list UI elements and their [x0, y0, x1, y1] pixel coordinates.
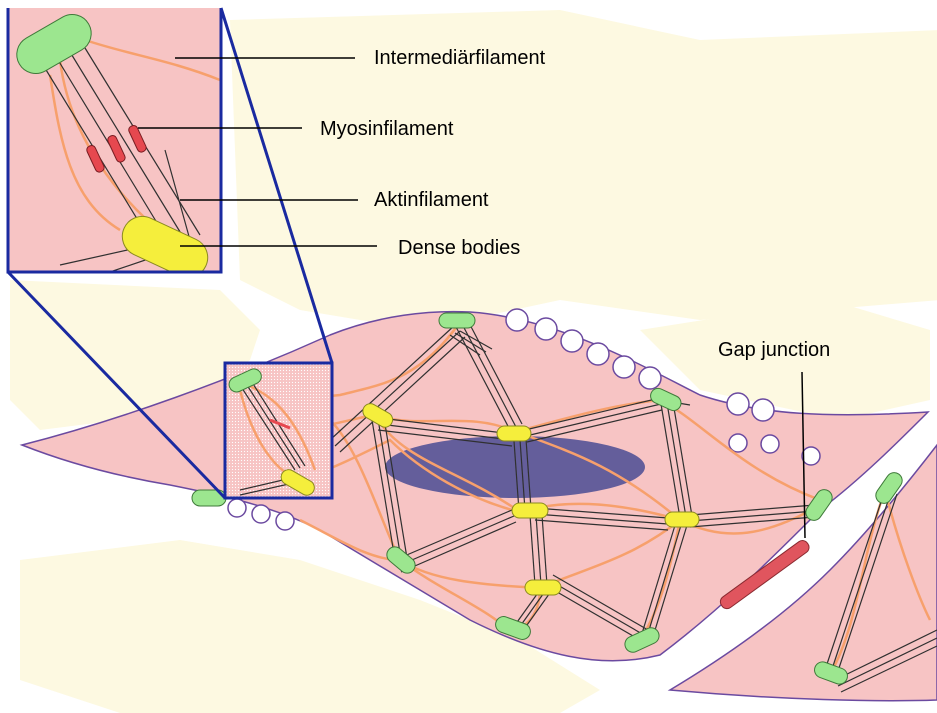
label-dense-bodies: Dense bodies	[398, 238, 520, 258]
label-myosin-filament: Myosinfilament	[320, 119, 453, 139]
zoom-inset	[8, 8, 221, 285]
label-actin-filament: Aktinfilament	[374, 190, 489, 210]
zoom-source-box	[225, 363, 332, 498]
label-gap-junction: Gap junction	[718, 340, 830, 360]
label-intermediate-filament: Intermediärfilament	[374, 48, 545, 68]
